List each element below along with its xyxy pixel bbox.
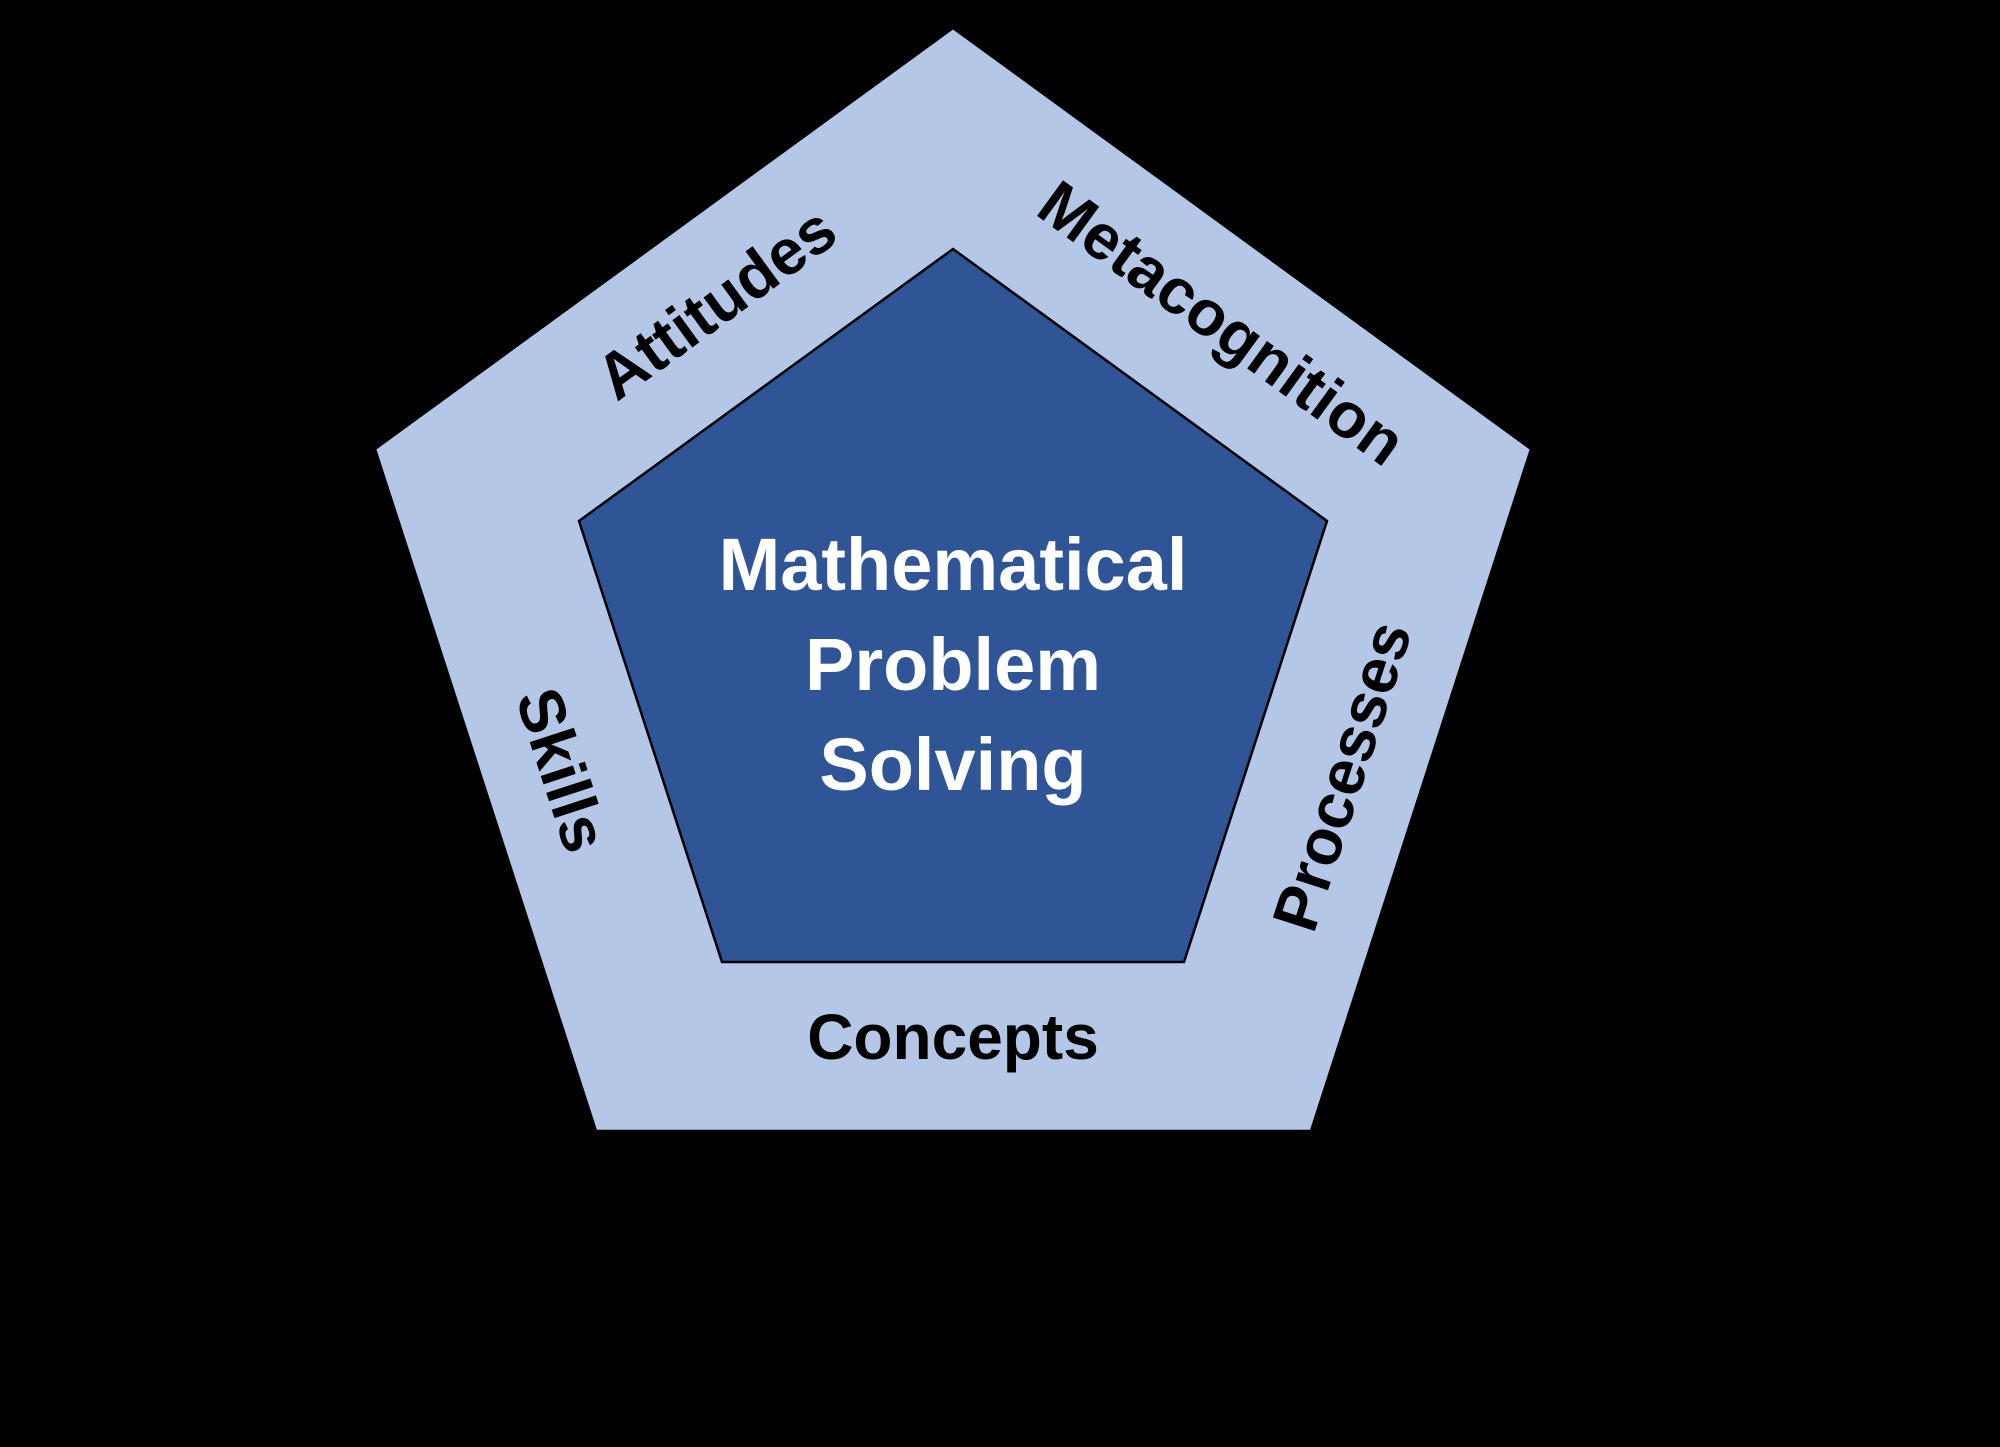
center-title: Mathematical Problem Solving (719, 515, 1188, 815)
center-title-line-3: Solving (819, 723, 1087, 806)
inner-pentagon (577, 247, 1329, 964)
center-title-line-2: Problem (804, 623, 1102, 706)
edge-label-concepts: Concepts (807, 1001, 1099, 1073)
center-title-line-1: Mathematical (718, 523, 1188, 606)
